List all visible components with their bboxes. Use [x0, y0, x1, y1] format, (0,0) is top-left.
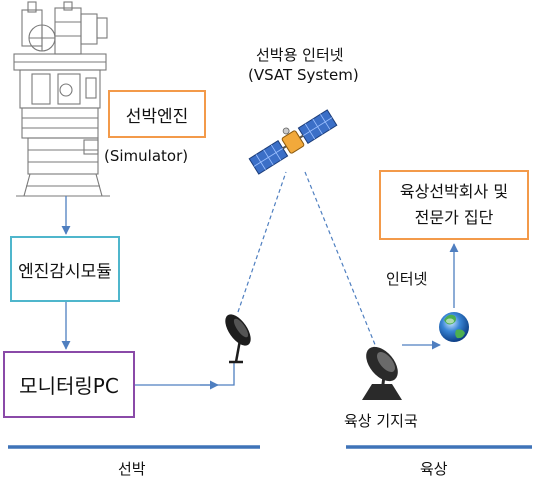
monitoring-pc-box: 모니터링PC — [3, 351, 135, 418]
globe-icon — [439, 312, 469, 342]
ground-station-label: 육상 기지국 — [344, 412, 418, 430]
shore-company-line2: 전문가 집단 — [414, 208, 494, 227]
land-side-label: 육상 — [420, 460, 448, 478]
satellite-icon — [248, 109, 338, 175]
engine-monitor-module-box: 엔진감시모듈 — [10, 236, 120, 302]
station-satellite-link — [304, 171, 379, 353]
engine-label: 선박엔진 — [125, 106, 189, 127]
internet-label: 인터넷 — [386, 270, 428, 288]
ground-dish-icon — [362, 346, 402, 400]
pc-to-antenna-arrow — [135, 362, 235, 386]
ship-antenna-icon — [225, 314, 251, 364]
shore-company-line1: 육상선박회사 및 — [399, 182, 509, 201]
engine-monitor-module-label: 엔진감시모듈 — [18, 261, 112, 282]
ship-side-label: 선박 — [118, 460, 146, 478]
ship-satellite-link — [237, 171, 287, 313]
simulator-label: (Simulator) — [104, 147, 189, 165]
monitoring-pc-label: 모니터링PC — [19, 374, 119, 398]
ship-engine-icon — [13, 1, 110, 197]
engine-box: 선박엔진 — [108, 90, 206, 138]
shore-company-box: 육상선박회사 및 전문가 집단 — [379, 170, 529, 240]
satellite-label-system: (VSAT System) — [248, 66, 359, 84]
satellite-label-title: 선박용 인터넷 — [256, 46, 344, 64]
